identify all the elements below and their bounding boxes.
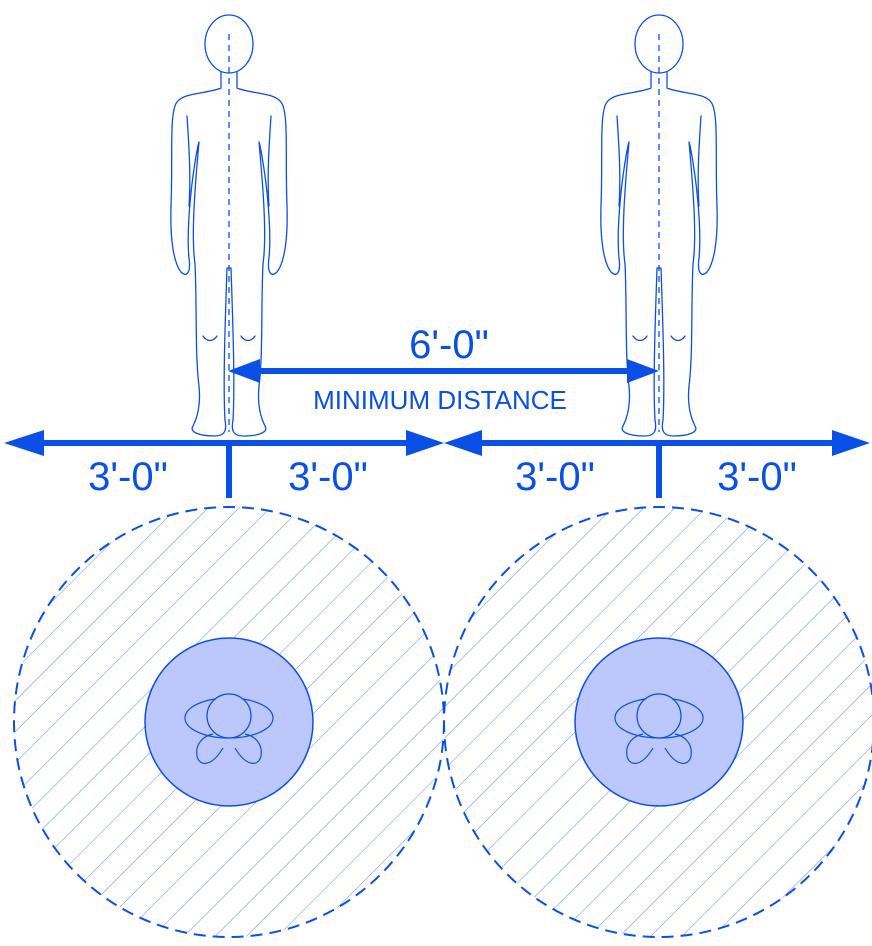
left-inner-label: 3'-0" (288, 455, 368, 499)
minimum-distance-label: MINIMUM DISTANCE (313, 385, 567, 415)
right-outer-label: 3'-0" (717, 455, 797, 499)
left-radius-arrow (4, 430, 444, 456)
left-outer-label: 3'-0" (88, 455, 168, 499)
distance-label: 6'-0" (409, 323, 489, 367)
plan-zone-right (443, 506, 872, 938)
plan-zone-left (13, 506, 445, 938)
distance-arrow (228, 359, 659, 383)
right-inner-label: 3'-0" (515, 455, 595, 499)
